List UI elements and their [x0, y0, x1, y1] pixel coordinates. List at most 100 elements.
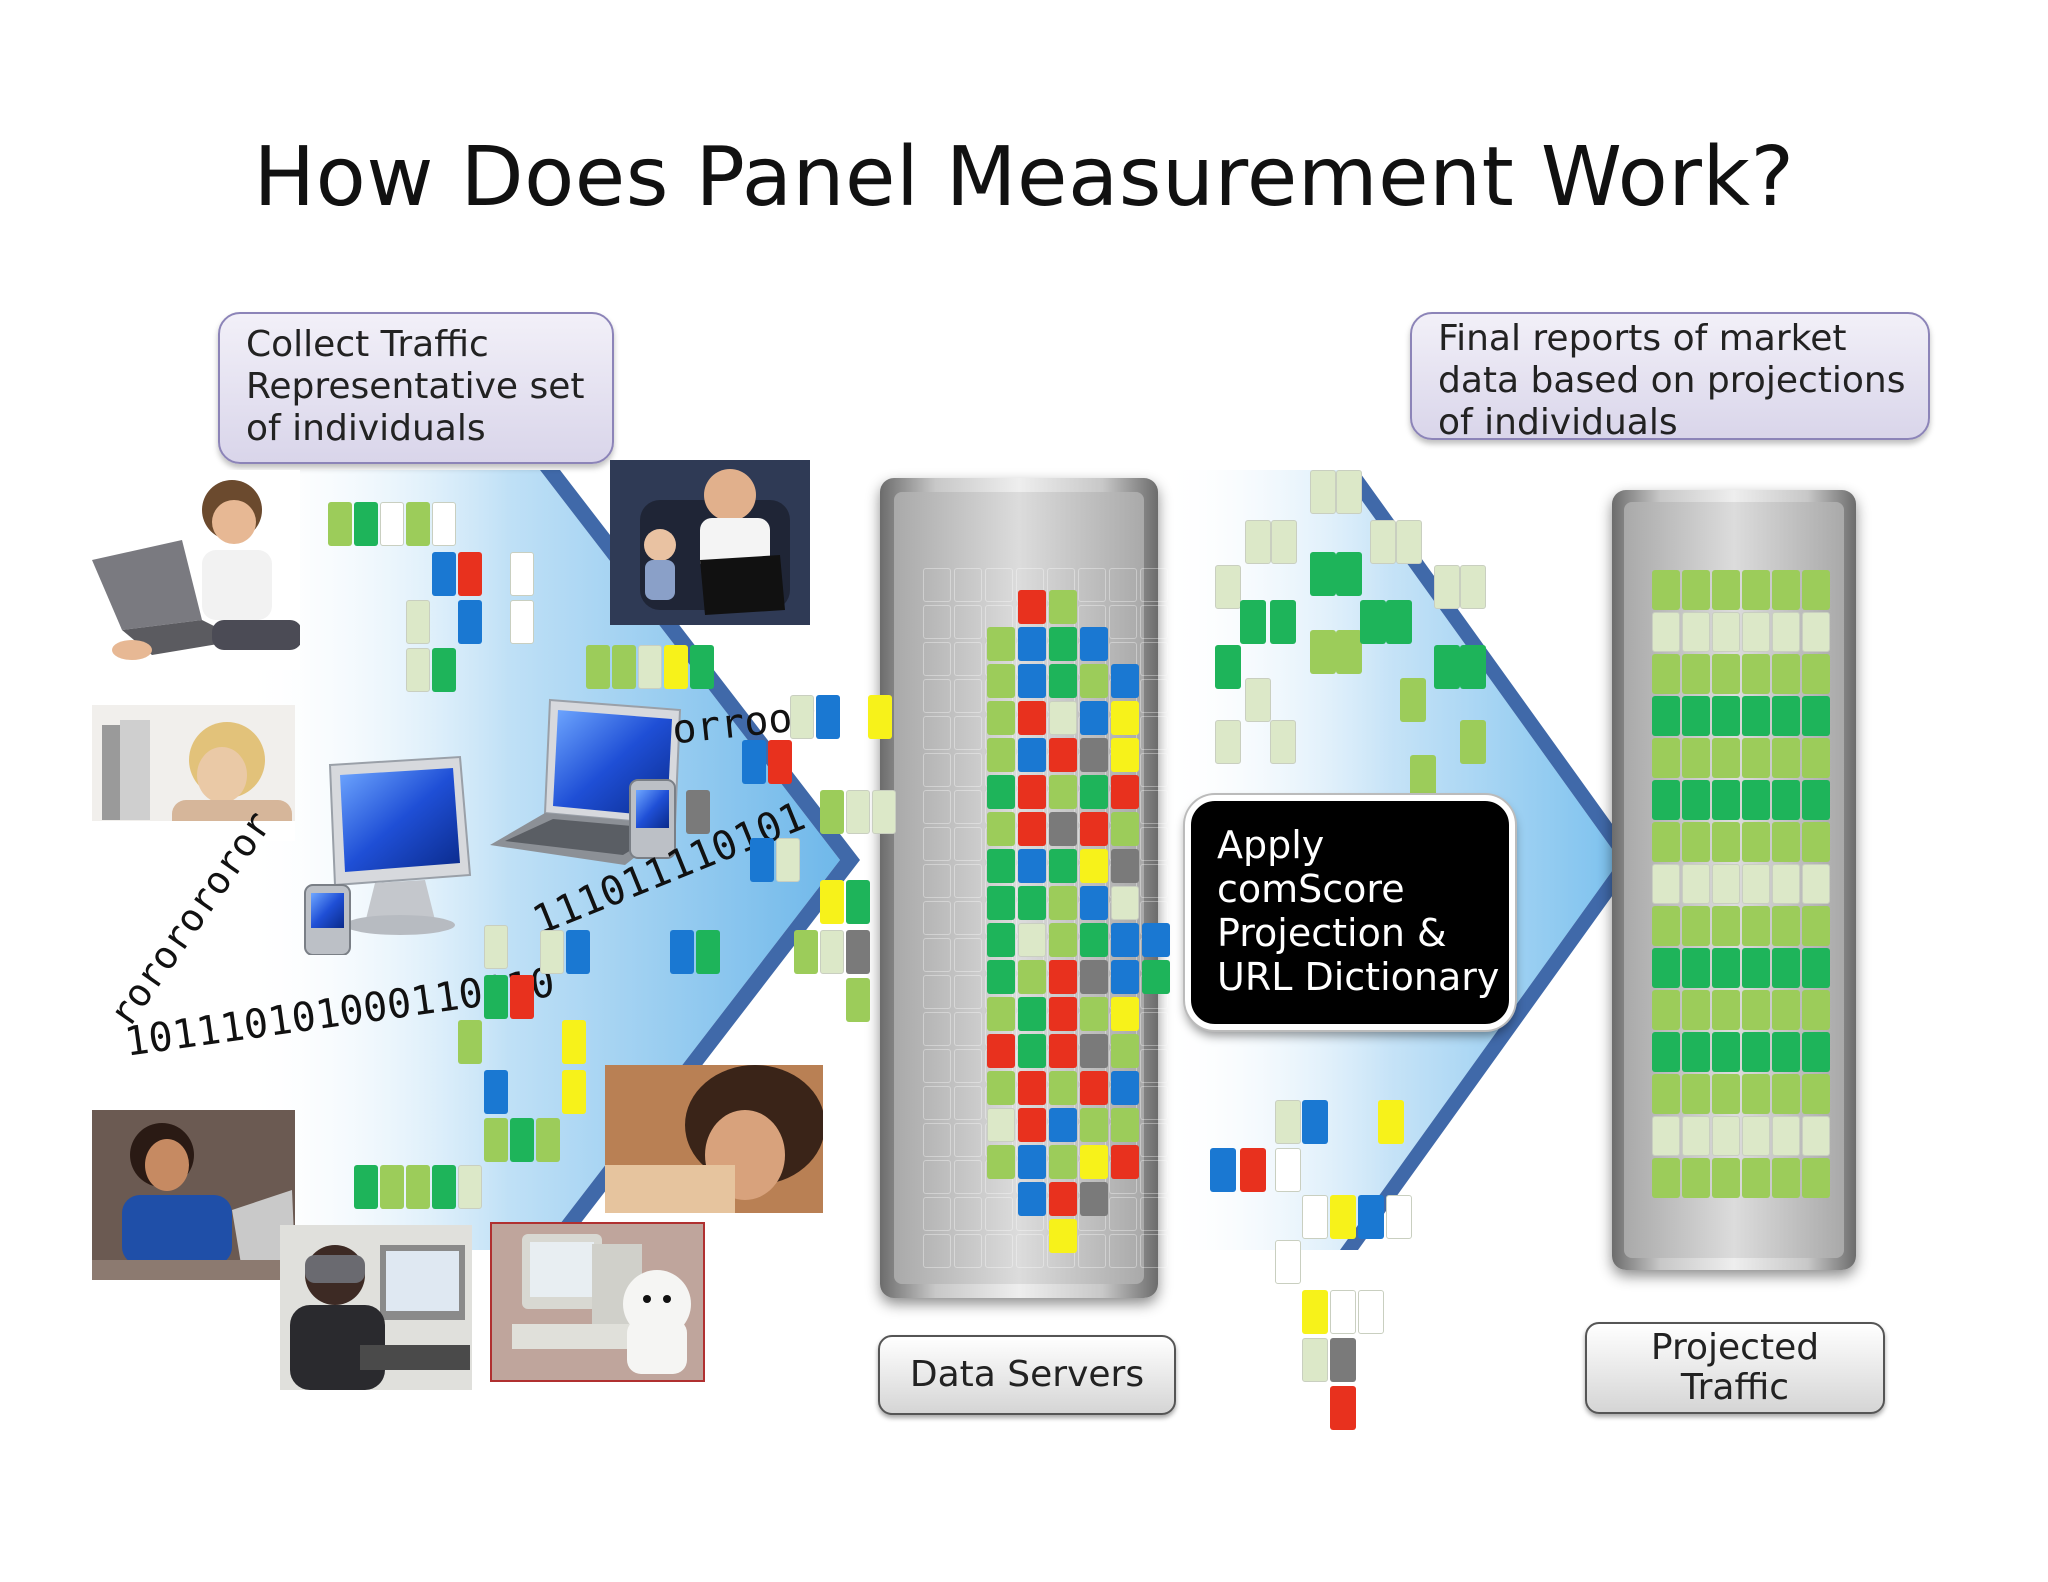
- data-cell: [987, 775, 1015, 809]
- data-cell: [1215, 565, 1241, 609]
- data-cell: [1772, 738, 1800, 778]
- data-cell: [1802, 612, 1830, 652]
- data-cell: [1111, 701, 1139, 735]
- data-cell: [1712, 696, 1740, 736]
- data-cell: [1018, 1034, 1046, 1068]
- data-cell: [380, 502, 404, 546]
- data-cell: [987, 997, 1015, 1031]
- data-cell: [432, 552, 456, 596]
- grid-slot: [1140, 642, 1168, 676]
- data-cell: [1018, 1145, 1046, 1179]
- data-cell: [380, 1165, 404, 1209]
- data-cell: [1360, 600, 1386, 644]
- grid-slot: [923, 1234, 951, 1268]
- apply-line-3: Projection &: [1217, 911, 1447, 955]
- data-cell: [1111, 775, 1139, 809]
- data-cell: [510, 600, 534, 644]
- data-servers-label: Data Servers: [878, 1335, 1176, 1415]
- data-cell: [1802, 948, 1830, 988]
- data-cell: [1049, 997, 1077, 1031]
- data-cell: [1742, 1116, 1770, 1156]
- data-cell: [1049, 664, 1077, 698]
- grid-slot: [1016, 1234, 1044, 1268]
- grid-slot: [1109, 605, 1137, 639]
- data-cell: [1742, 738, 1770, 778]
- data-cell: [1330, 1195, 1356, 1239]
- data-cell: [1080, 1108, 1108, 1142]
- data-cell: [1080, 1071, 1108, 1105]
- data-cell: [1018, 738, 1046, 772]
- data-cell: [1742, 780, 1770, 820]
- photo-man-with-baby: [610, 460, 810, 625]
- data-cell: [1215, 720, 1241, 764]
- data-cell: [1712, 738, 1740, 778]
- data-cell: [1652, 990, 1680, 1030]
- data-cell: [1080, 1145, 1108, 1179]
- data-cell: [1310, 630, 1336, 674]
- collect-line-3: of individuals: [246, 408, 486, 449]
- data-cell: [1742, 822, 1770, 862]
- grid-slot: [954, 605, 982, 639]
- data-cell: [1400, 678, 1426, 722]
- data-cell: [1712, 864, 1740, 904]
- data-cell: [1080, 960, 1108, 994]
- data-cell: [1682, 948, 1710, 988]
- grid-slot: [1140, 1234, 1168, 1268]
- grid-slot: [954, 1160, 982, 1194]
- grid-slot: [954, 1049, 982, 1083]
- data-cell: [1682, 570, 1710, 610]
- data-cell: [458, 1020, 482, 1064]
- data-cell: [1210, 1148, 1236, 1192]
- man-baby-image: [610, 460, 810, 625]
- data-cell: [1386, 1195, 1412, 1239]
- data-cell: [987, 1108, 1015, 1142]
- data-cell: [1802, 654, 1830, 694]
- data-cell: [1742, 654, 1770, 694]
- data-cell: [1018, 923, 1046, 957]
- data-cell: [1018, 1108, 1046, 1142]
- data-cell: [1142, 960, 1170, 994]
- data-cell: [510, 552, 534, 596]
- data-cell: [1772, 906, 1800, 946]
- data-cell: [1080, 664, 1108, 698]
- data-cell: [1712, 1074, 1740, 1114]
- data-cell: [846, 930, 870, 974]
- data-cell: [586, 645, 610, 689]
- data-cell: [1742, 864, 1770, 904]
- grid-slot: [954, 790, 982, 824]
- data-cell: [1111, 812, 1139, 846]
- data-cell: [484, 925, 508, 969]
- grid-slot: [1140, 753, 1168, 787]
- grid-slot: [923, 1012, 951, 1046]
- data-cell: [1245, 520, 1271, 564]
- data-cell: [1652, 1032, 1680, 1072]
- apply-line-1: Apply: [1217, 823, 1325, 867]
- grid-slot: [923, 605, 951, 639]
- data-cell: [1772, 1074, 1800, 1114]
- grid-slot: [923, 716, 951, 750]
- data-cell: [354, 502, 378, 546]
- data-cell: [1111, 849, 1139, 883]
- grid-slot: [923, 642, 951, 676]
- data-cell: [1275, 1148, 1301, 1192]
- grid-slot: [923, 1086, 951, 1120]
- child-laptop-image: [92, 480, 300, 660]
- data-cell: [484, 1070, 508, 1114]
- grid-slot: [923, 1197, 951, 1231]
- pda-icon-left: [304, 884, 351, 955]
- data-cell: [1111, 997, 1139, 1031]
- grid-slot: [923, 1160, 951, 1194]
- grid-slot: [923, 1123, 951, 1157]
- data-cell: [1302, 1338, 1328, 1382]
- woman-monitor-image: [92, 720, 295, 841]
- data-cell: [1018, 1182, 1046, 1216]
- data-cell: [1080, 1034, 1108, 1068]
- grid-slot: [1140, 679, 1168, 713]
- data-cell: [1302, 1195, 1328, 1239]
- grid-slot: [923, 827, 951, 861]
- data-cell: [1772, 654, 1800, 694]
- data-cell: [1310, 470, 1336, 514]
- grid-slot: [954, 753, 982, 787]
- data-cell: [820, 790, 844, 834]
